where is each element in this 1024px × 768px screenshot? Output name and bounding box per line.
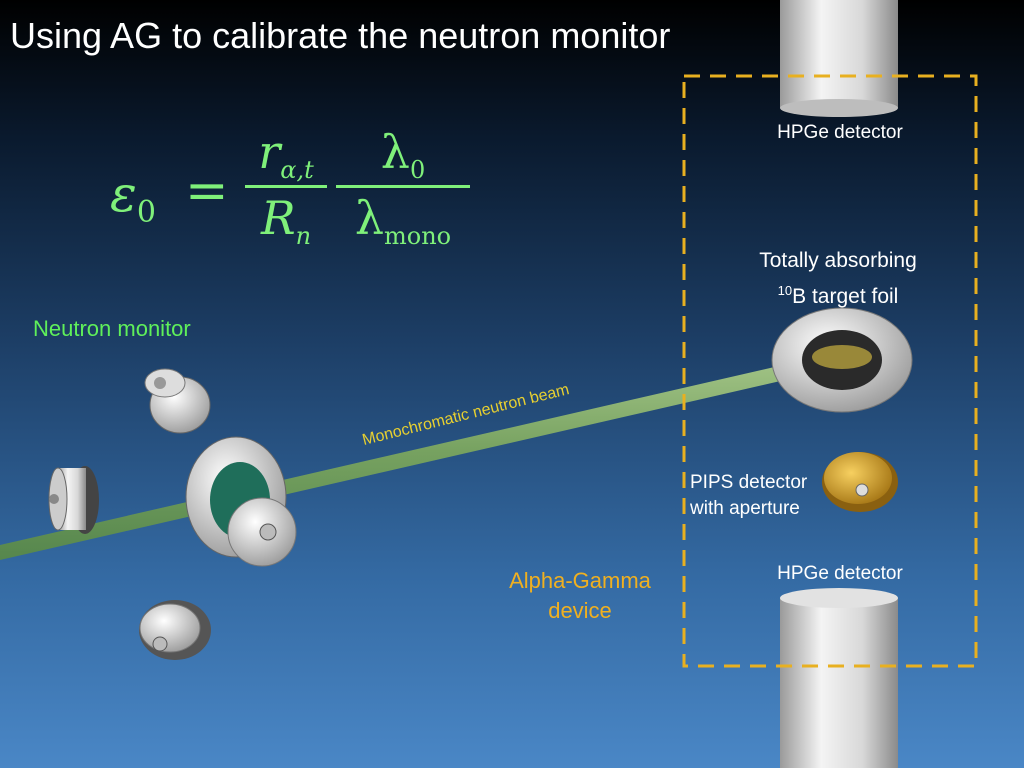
slide-title: Using AG to calibrate the neutron monito… [10, 15, 671, 56]
formula-lhs: ε0 [110, 165, 156, 230]
formula-equals: = [185, 161, 229, 221]
formula-numerator-1: rα,t [258, 125, 314, 185]
pips-detector [822, 452, 898, 512]
hpge-top-label: HPGe detector [777, 122, 903, 143]
neutron-monitor-label: Neutron monitor [33, 316, 191, 341]
fraction-bar-2 [336, 185, 470, 188]
alpha-gamma-label: Alpha-Gamma device [509, 568, 651, 623]
formula-denominator-1: Rn [260, 191, 312, 251]
target-foil-label: Totally absorbing 10B target foil [759, 249, 917, 308]
hpge-top-detector [780, 0, 898, 117]
pips-detector-label: PIPS detector with aperture [690, 472, 808, 519]
fraction-bar-1 [245, 185, 327, 188]
hpge-bottom-label: HPGe detector [777, 563, 903, 584]
formula-numerator-2: λ0 [380, 125, 426, 185]
monitor-part-left [48, 466, 99, 534]
target-foil-holder [771, 307, 913, 413]
monitor-part-lower [139, 600, 211, 660]
monitor-part-upper [144, 368, 211, 434]
neutron-beam [0, 345, 872, 560]
formula-denominator-2: λmono [354, 191, 452, 251]
formula: ε0 = rα,t Rn λ0 λmono [110, 125, 490, 255]
hpge-bottom-detector [780, 588, 898, 768]
alpha-gamma-box [682, 74, 978, 668]
neutron-monitor-flange [185, 436, 297, 567]
